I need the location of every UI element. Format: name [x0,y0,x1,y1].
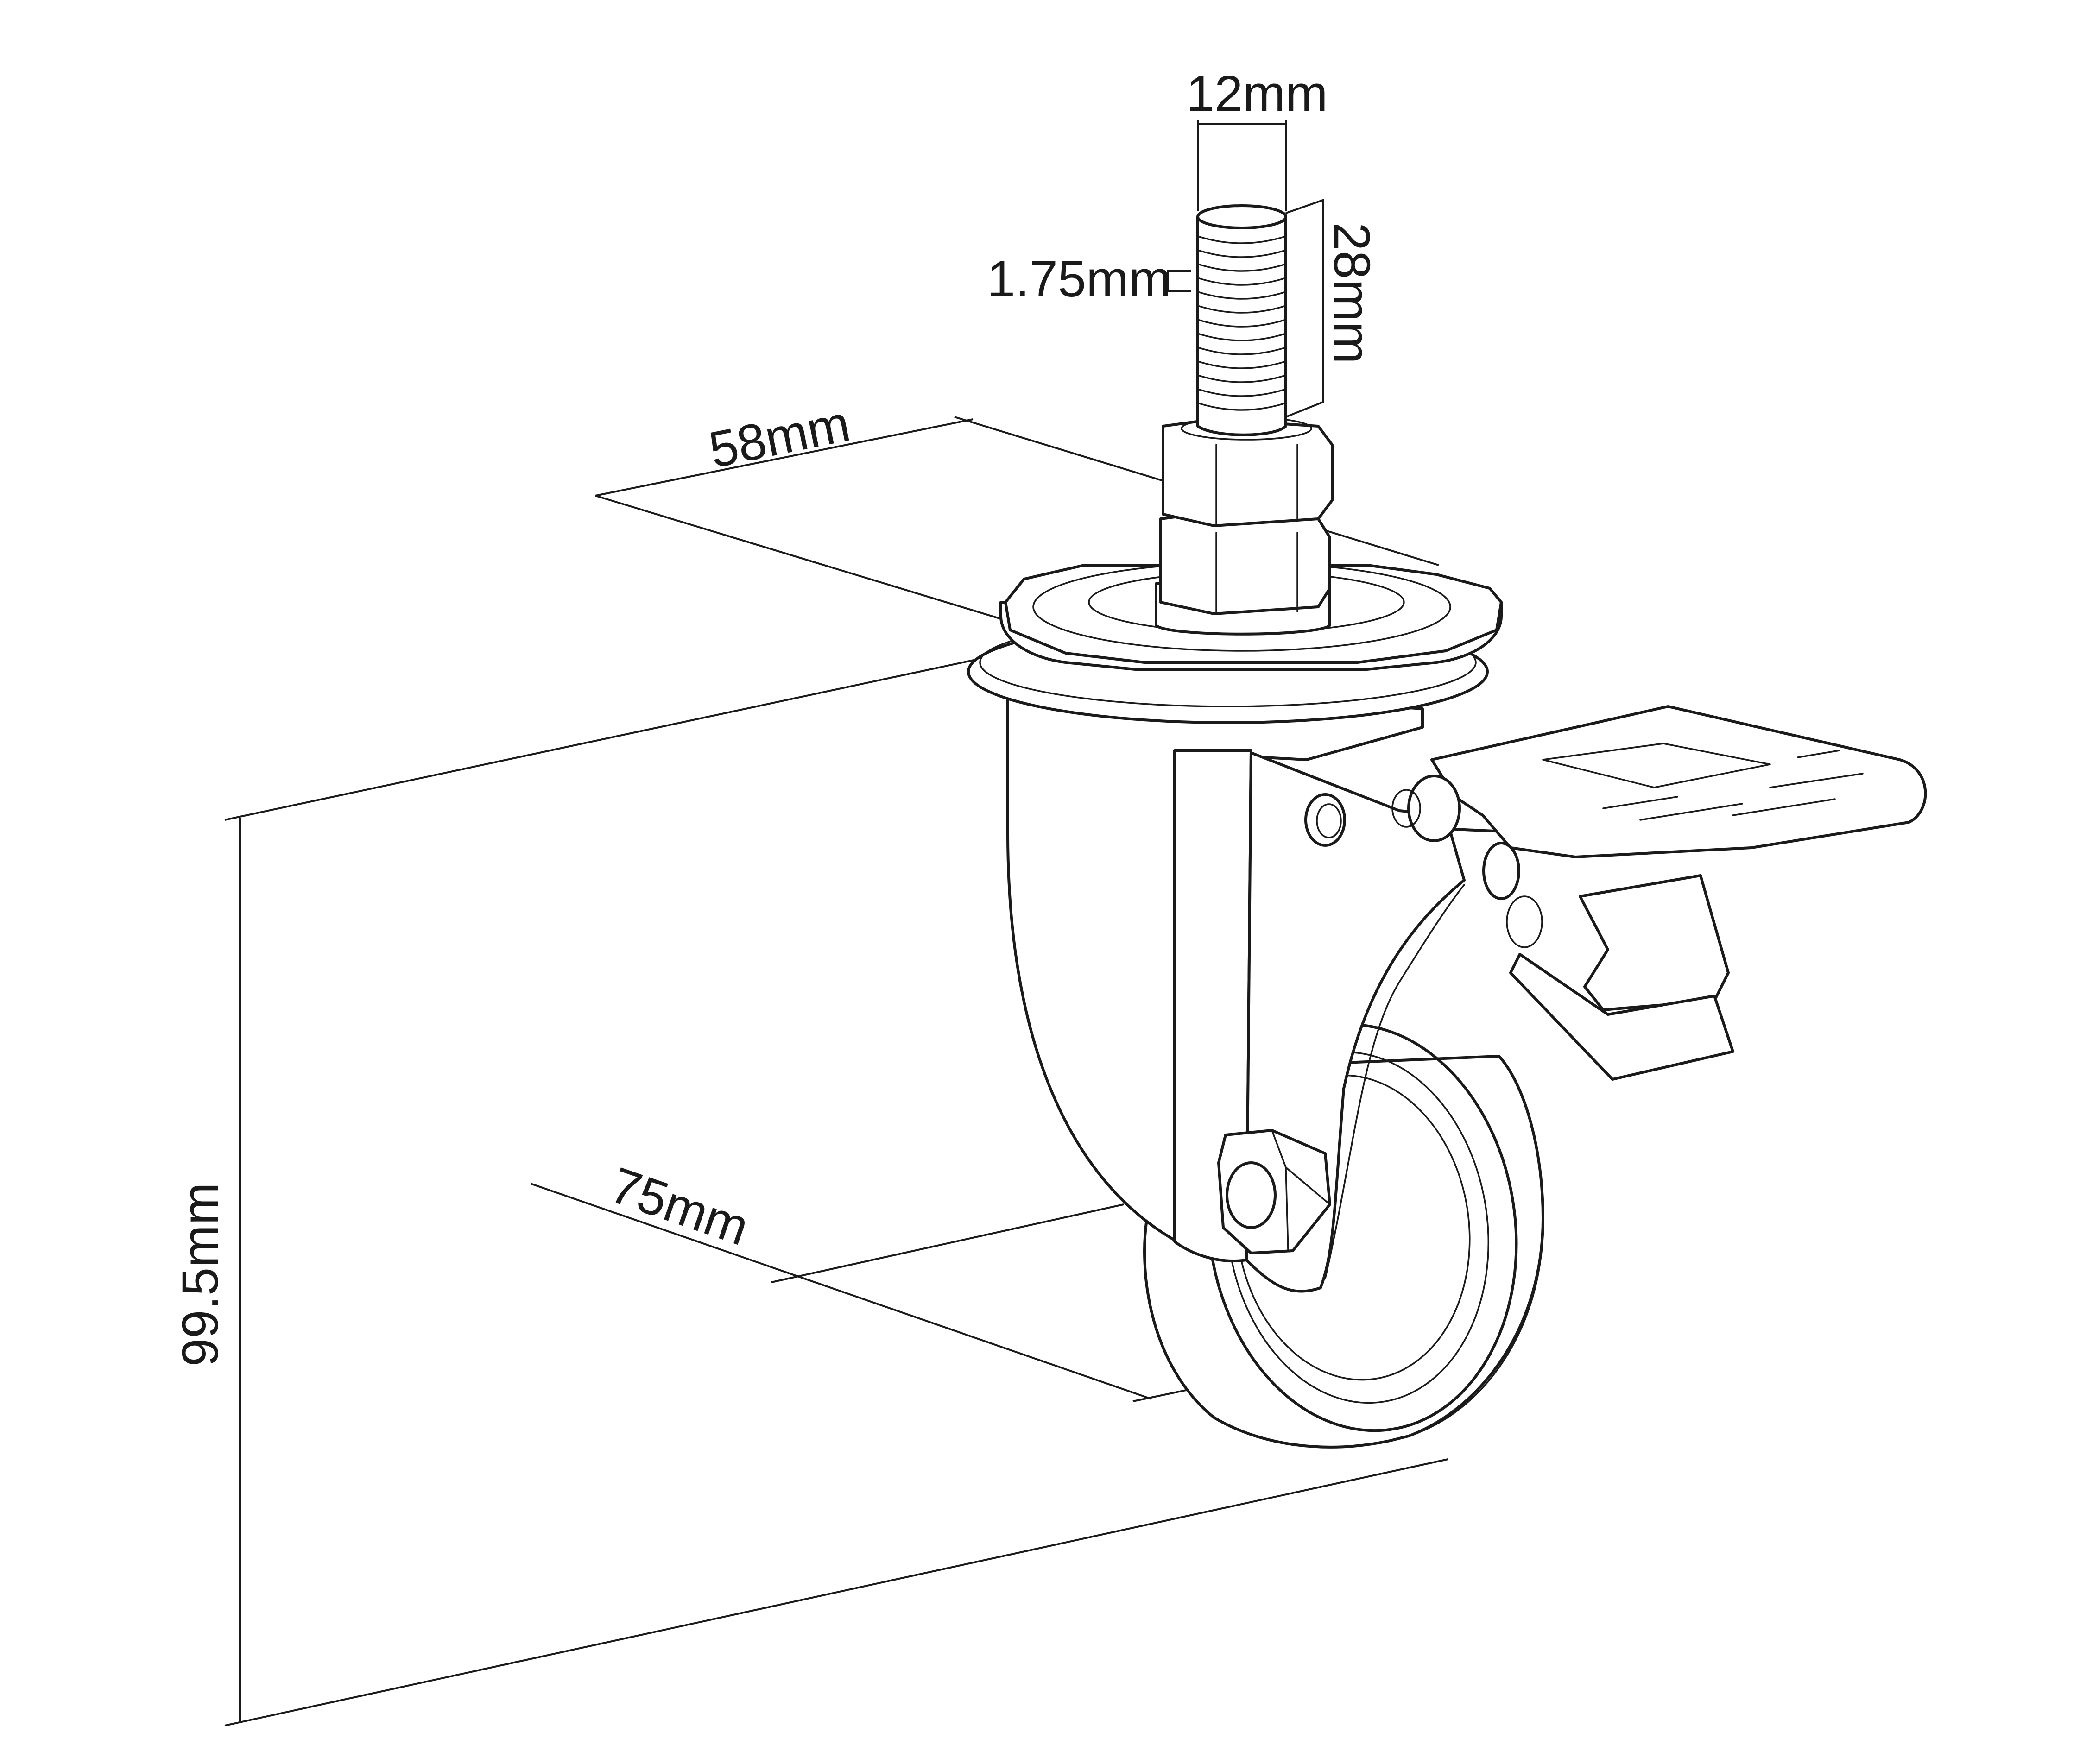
dim-height-ext-top [224,643,1050,821]
dim-pitch-bracket [1167,270,1191,292]
axle-bolt-end [1226,1161,1277,1229]
dim-75mm-ext-top [771,1203,1124,1283]
brake-shoe-rivet [1506,895,1543,948]
fork-rivet-inner [1316,803,1342,838]
label-thread-length: 28mm [1323,222,1380,364]
fork-body [1006,680,1424,1243]
lower-hex-nut [1159,510,1331,615]
dim-58mm-line [595,418,974,497]
dim-height-ext-bottom [224,1458,1448,1726]
brake-pivot-rivet [1482,842,1520,900]
brake-pedal [1430,705,1927,858]
brake-shoe-lower [1509,953,1734,1081]
axle-nut [1217,1129,1331,1254]
brake-pivot-pin [1391,789,1421,828]
thread-rod-top [1196,204,1287,229]
dim-28mm-bracket [1285,199,1324,418]
wheel-tread-edge [1408,1222,1544,1437]
label-thread-diameter: 12mm [1186,65,1328,122]
threaded-stem [1155,204,1334,636]
brake-assembly [1391,705,1927,1081]
label-wheel-diameter: 75mm [603,1156,756,1256]
top-plate [967,562,1503,724]
caster-assembly [967,204,1927,1449]
dim-58mm-ext-left [595,495,1015,624]
label-thread-pitch: 1.75mm [987,251,1171,308]
label-plate-width: 58mm [704,395,854,479]
brake-pedal-window [1542,743,1771,788]
brake-pedal-grip [1602,750,1864,821]
brake-shoe-upper [1579,874,1730,1011]
fork-rivet-outer [1304,793,1346,847]
thread-ridges [1197,235,1287,411]
label-total-height: 99.5mm [172,1183,229,1367]
fork-leg-inner-edge [1324,884,1465,1279]
brake-pivot-knob [1407,775,1461,842]
dim-75mm-line [530,1183,1152,1400]
axle-nut-edge [1285,1166,1289,1252]
